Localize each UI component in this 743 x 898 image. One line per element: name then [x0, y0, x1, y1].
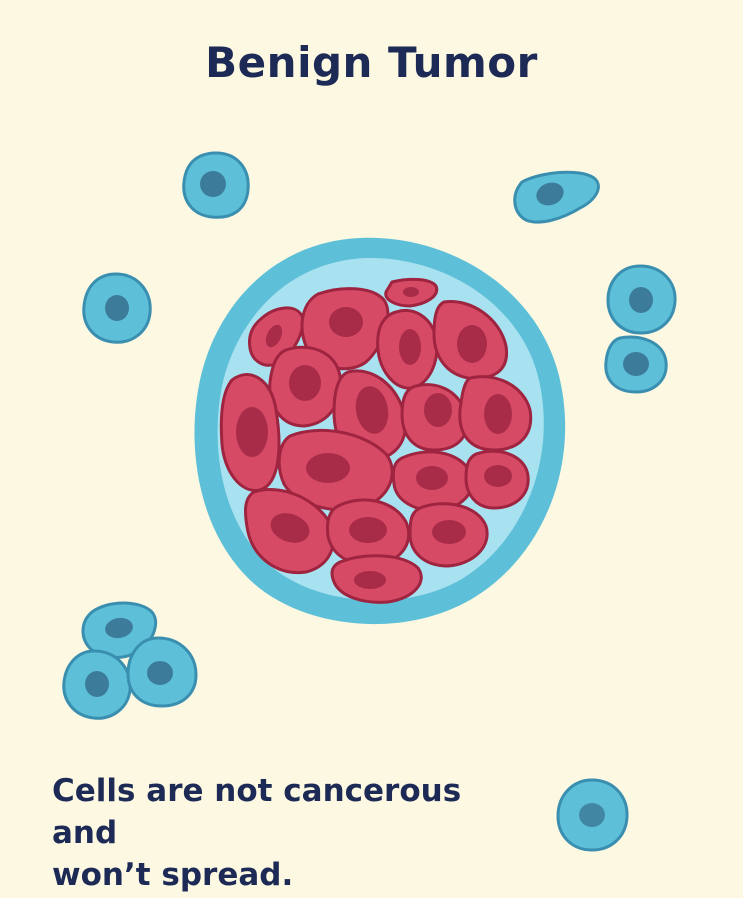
normal-cell: [606, 264, 677, 335]
caption: Cells are not cancerous and won’t spread…: [52, 770, 522, 896]
normal-cell: [126, 636, 198, 708]
normal-cell: [604, 335, 668, 394]
normal-cell: [182, 151, 250, 219]
normal-cell: [513, 170, 600, 224]
normal-cell: [556, 778, 629, 852]
caption-line-1: Cells are not cancerous and: [52, 773, 462, 851]
tumor-cells: [219, 277, 533, 604]
caption-line-2: won’t spread.: [52, 857, 294, 893]
normal-cell: [82, 272, 152, 344]
tumor: [194, 237, 566, 625]
normal-cell: [62, 649, 132, 720]
normal-cells: [62, 151, 677, 852]
title: Benign Tumor: [205, 38, 538, 87]
